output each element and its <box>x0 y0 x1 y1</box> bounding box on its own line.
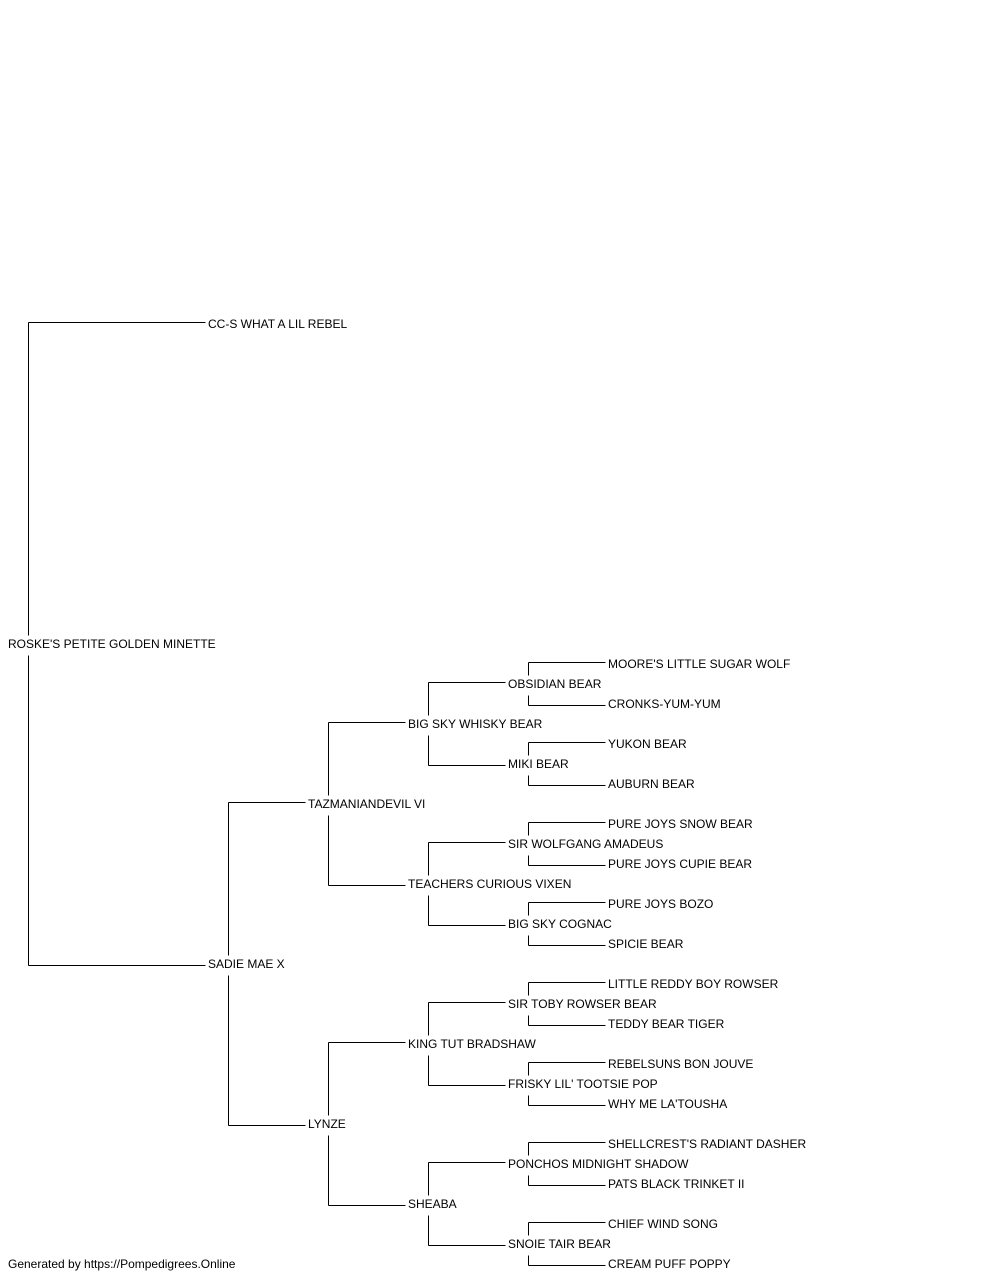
gen5-ancestor-name: PATS BLACK TRINKET II <box>608 1177 747 1191</box>
dam-dam-name: LYNZE <box>308 1117 348 1131</box>
sire-name: CC-S WHAT A LIL REBEL <box>208 317 350 331</box>
gen5-ancestor-name: CHIEF WIND SONG <box>608 1217 720 1231</box>
dam-name: SADIE MAE X <box>208 957 287 971</box>
gen5-ancestor-name: CREAM PUFF POPPY <box>608 1257 733 1271</box>
gen4-ancestor-name: SIR TOBY ROWSER BEAR <box>508 997 659 1011</box>
gen4-ancestor-name: SNOIE TAIR BEAR <box>508 1237 613 1251</box>
gen5-ancestor-name: PURE JOYS SNOW BEAR <box>608 817 755 831</box>
gen4-ancestor-name: PONCHOS MIDNIGHT SHADOW <box>508 1157 691 1171</box>
gen3-ancestor-name: TEACHERS CURIOUS VIXEN <box>408 877 574 891</box>
gen5-ancestor-name: REBELSUNS BON JOUVE <box>608 1057 756 1071</box>
gen3-ancestor-name: SHEABA <box>408 1197 459 1211</box>
gen5-ancestor-name: TEDDY BEAR TIGER <box>608 1017 727 1031</box>
gen5-ancestor-name: CRONKS-YUM-YUM <box>608 697 723 711</box>
gen5-ancestor-name: WHY ME LA'TOUSHA <box>608 1097 730 1111</box>
gen4-ancestor-name: FRISKY LIL' TOOTSIE POP <box>508 1077 660 1091</box>
subject-name: ROSKE'S PETITE GOLDEN MINETTE <box>8 637 218 651</box>
gen5-ancestor-name: AUBURN BEAR <box>608 777 697 791</box>
gen5-ancestor-name: MOORE'S LITTLE SUGAR WOLF <box>608 657 793 671</box>
generator-credit: Generated by https://Pompedigrees.Online <box>8 1257 236 1271</box>
gen4-ancestor-name: BIG SKY COGNAC <box>508 917 614 931</box>
gen5-ancestor-name: PURE JOYS BOZO <box>608 897 716 911</box>
gen3-ancestor-name: BIG SKY WHISKY BEAR <box>408 717 545 731</box>
gen4-ancestor-name: SIR WOLFGANG AMADEUS <box>508 837 666 851</box>
gen4-ancestor-name: MIKI BEAR <box>508 757 571 771</box>
gen5-ancestor-name: SPICIE BEAR <box>608 937 686 951</box>
gen3-ancestor-name: KING TUT BRADSHAW <box>408 1037 538 1051</box>
gen5-ancestor-name: LITTLE REDDY BOY ROWSER <box>608 977 781 991</box>
gen5-ancestor-name: PURE JOYS CUPIE BEAR <box>608 857 755 871</box>
dam-sire-name: TAZMANIANDEVIL VI <box>308 797 428 811</box>
gen4-ancestor-name: OBSIDIAN BEAR <box>508 677 604 691</box>
gen5-ancestor-name: SHELLCREST'S RADIANT DASHER <box>608 1137 809 1151</box>
gen5-ancestor-name: YUKON BEAR <box>608 737 689 751</box>
